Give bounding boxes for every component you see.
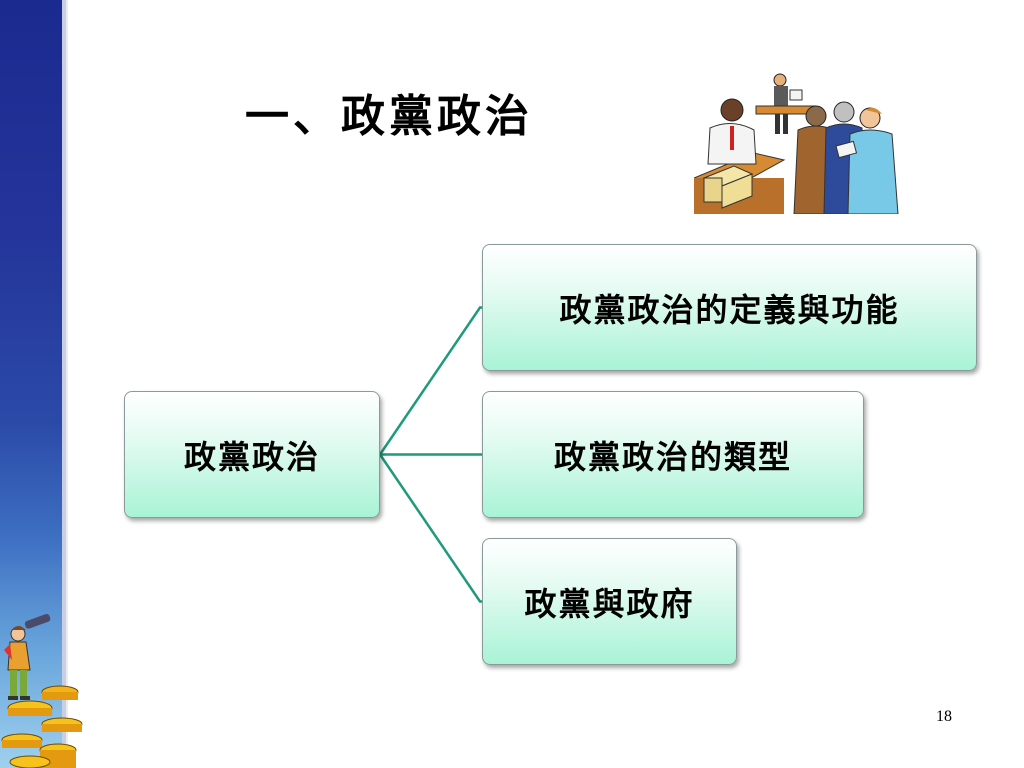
telescope-person-clipart xyxy=(1,613,83,768)
root-node: 政黨政治 xyxy=(124,391,380,518)
left-decorative-band xyxy=(0,0,62,768)
connector-lines xyxy=(378,306,482,603)
band-edge-highlight xyxy=(66,0,68,768)
branch-node-types: 政黨政治的類型 xyxy=(482,391,864,518)
page-number: 18 xyxy=(936,708,952,725)
voting-people-clipart xyxy=(694,68,900,214)
branch-node-party-government: 政黨與政府 xyxy=(482,538,737,665)
branch-node-definition-function: 政黨政治的定義與功能 xyxy=(482,244,977,371)
connector-line-2 xyxy=(378,453,482,603)
connector-line-0 xyxy=(378,306,482,456)
band-edge xyxy=(62,0,66,768)
slide-title: 一、政黨政治 xyxy=(245,91,533,142)
